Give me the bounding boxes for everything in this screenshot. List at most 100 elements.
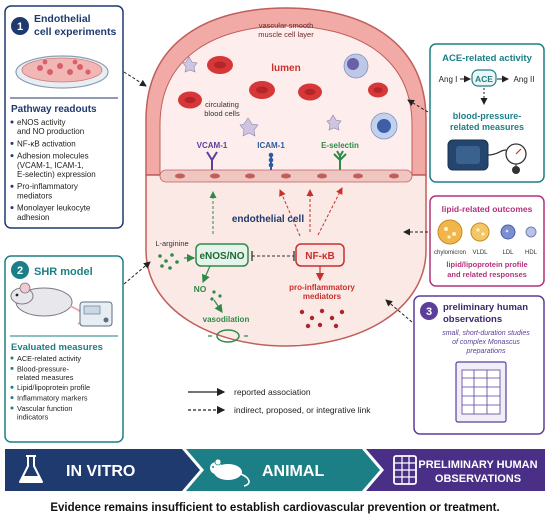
step-2-badge — [11, 261, 29, 279]
ace-enzyme-box — [471, 69, 497, 87]
panel2-title: SHR model — [34, 266, 93, 278]
step-1-number: 1 — [17, 21, 23, 33]
measure-item: Inflammatory markers — [17, 394, 88, 403]
proinflammatory-label-1: pro-inflammatory — [289, 283, 355, 292]
mouse-icon — [210, 458, 250, 487]
ang1-label: Ang I — [439, 75, 458, 84]
panel3-desc-2: of complex Monascus — [452, 339, 520, 346]
document-table-icon — [455, 361, 507, 423]
l-arginine-dots — [158, 253, 179, 270]
lumen-label: lumen — [271, 63, 300, 74]
legend-dashed-label: indirect, proposed, or integrative link — [234, 405, 371, 415]
readout-item: (VCAM-1, ICAM-1, — [17, 161, 84, 170]
lipid-desc-2: and related responses — [447, 270, 527, 279]
readout-item: Adhesion molecules — [17, 152, 89, 161]
panel-ace-activity: ACE-related activity Ang I ACE Ang II bl… — [429, 43, 545, 183]
no-dots — [210, 290, 222, 301]
lipid-desc-1: lipid/lipoprotein profile — [446, 260, 527, 269]
particle-vldl: VLDL — [472, 250, 488, 256]
readout-bullet — [10, 154, 14, 158]
banner-animal-label: ANIMAL — [262, 463, 324, 480]
panel-endothelial-experiments: 1 Endothelial cell experiments Pathway r… — [4, 5, 124, 229]
panel1-title-line2: cell experiments — [34, 26, 116, 38]
readout-item: eNOS activity — [17, 118, 65, 127]
readout-bullet — [10, 184, 14, 188]
enos-label: eNOS/NO — [199, 251, 244, 262]
readout-bullet — [10, 206, 14, 210]
smooth-muscle-label-1: vascular smooth — [259, 21, 314, 30]
readout-item: Pro-inflammatory — [17, 182, 78, 191]
bp-label-2: related measures — [450, 122, 524, 132]
measure-item: ACE-related activity — [17, 354, 81, 363]
readout-item: E-selectin) expression — [17, 170, 96, 179]
step-1-badge — [11, 17, 29, 35]
human-connector — [385, 299, 413, 323]
banner-animal — [186, 449, 380, 491]
banner-in-vitro-label: IN VITRO — [66, 463, 135, 480]
panel-shr-model: 2 SHR model Evaluated measures ACE-relat… — [4, 255, 124, 443]
measure-item: related measures — [17, 373, 74, 382]
smooth-muscle-label-2: muscle cell layer — [258, 30, 314, 39]
readout-item: adhesion — [17, 213, 49, 222]
bp-label-1: blood-pressure- — [453, 111, 522, 121]
measure-bullet — [10, 396, 14, 400]
particle-ldl: LDL — [502, 250, 514, 256]
readout-item: Monolayer leukocyte — [17, 204, 91, 213]
endothelial-cell-label: endothelial cell — [232, 214, 304, 225]
measure-item: Vascular function — [17, 404, 72, 413]
icam-1-icon — [268, 152, 274, 170]
vasodilation-label: vasodilation — [203, 315, 250, 324]
panel3-desc-3: preparations — [466, 348, 506, 355]
mediator-dots — [299, 308, 345, 329]
spreadsheet-icon — [393, 455, 417, 485]
measure-bullet — [10, 356, 14, 360]
readout-item: NF-κB activation — [17, 139, 76, 148]
ace-label: ACE — [475, 74, 493, 84]
evidence-banner: IN VITRO ANIMAL PRELIMINARY HUMAN OBSERV… — [5, 449, 545, 491]
footer-disclaimer: Evidence remains insufficient to establi… — [50, 502, 499, 514]
icam-label: ICAM-1 — [257, 141, 285, 150]
panel2-connector — [123, 261, 151, 285]
ace-connector — [407, 99, 429, 113]
panel1-connector — [123, 71, 147, 87]
no-to-vasodilation-arrow — [213, 299, 223, 313]
vcam-1-icon — [206, 151, 218, 170]
red-blood-cells-icon — [178, 56, 388, 109]
readout-bullet — [10, 120, 14, 124]
lipoprotein-particles-icon — [437, 219, 537, 245]
banner-in-vitro — [5, 449, 200, 491]
legend-solid-label: reported association — [234, 387, 311, 397]
banner-human-label-1: PRELIMINARY HUMAN — [418, 459, 537, 471]
measure-item: Lipid/lipoprotein profile — [17, 383, 90, 392]
measure-item: indicators — [17, 412, 49, 421]
ang2-label: Ang II — [514, 75, 535, 84]
proinflammatory-label-2: mediators — [303, 292, 342, 301]
flask-icon — [19, 455, 43, 483]
measures-title: Evaluated measures — [11, 342, 103, 353]
banner-human — [366, 449, 545, 491]
no-label: NO — [194, 284, 207, 294]
circulating-label-2: blood cells — [204, 109, 240, 118]
panel3-title-line1: preliminary human — [443, 302, 528, 313]
nfkb-label: NF-κB — [305, 251, 334, 262]
nfkb-to-icam-arrow — [279, 189, 301, 237]
banner-human-label-2: OBSERVATIONS — [435, 473, 521, 485]
panel-lipid-outcomes: lipid-related outcomes chylomicron VLDL … — [429, 195, 545, 287]
lipid-title: lipid-related outcomes — [442, 204, 533, 214]
measure-bullet — [10, 366, 14, 370]
e-selectin-icon — [333, 150, 347, 170]
readout-item: mediators — [17, 191, 52, 200]
particle-hdl: HDL — [525, 250, 538, 256]
eselectin-label: E-selectin — [321, 141, 359, 150]
measure-bullet — [10, 385, 14, 389]
panel3-title-line2: observations — [443, 314, 502, 325]
panel1-title-line1: Endothelial — [34, 13, 91, 25]
measures-list: ACE-related activityBlood-pressure-relat… — [10, 354, 90, 421]
l-arginine-label: L-arginine — [155, 239, 188, 248]
ace-title: ACE-related activity — [442, 53, 532, 64]
enos-to-no-arrow — [202, 265, 211, 284]
nfkb-to-eselectin-arrow — [317, 187, 343, 236]
blood-vessel-diagram: vascular smooth muscle cell layer lumen … — [145, 7, 427, 347]
